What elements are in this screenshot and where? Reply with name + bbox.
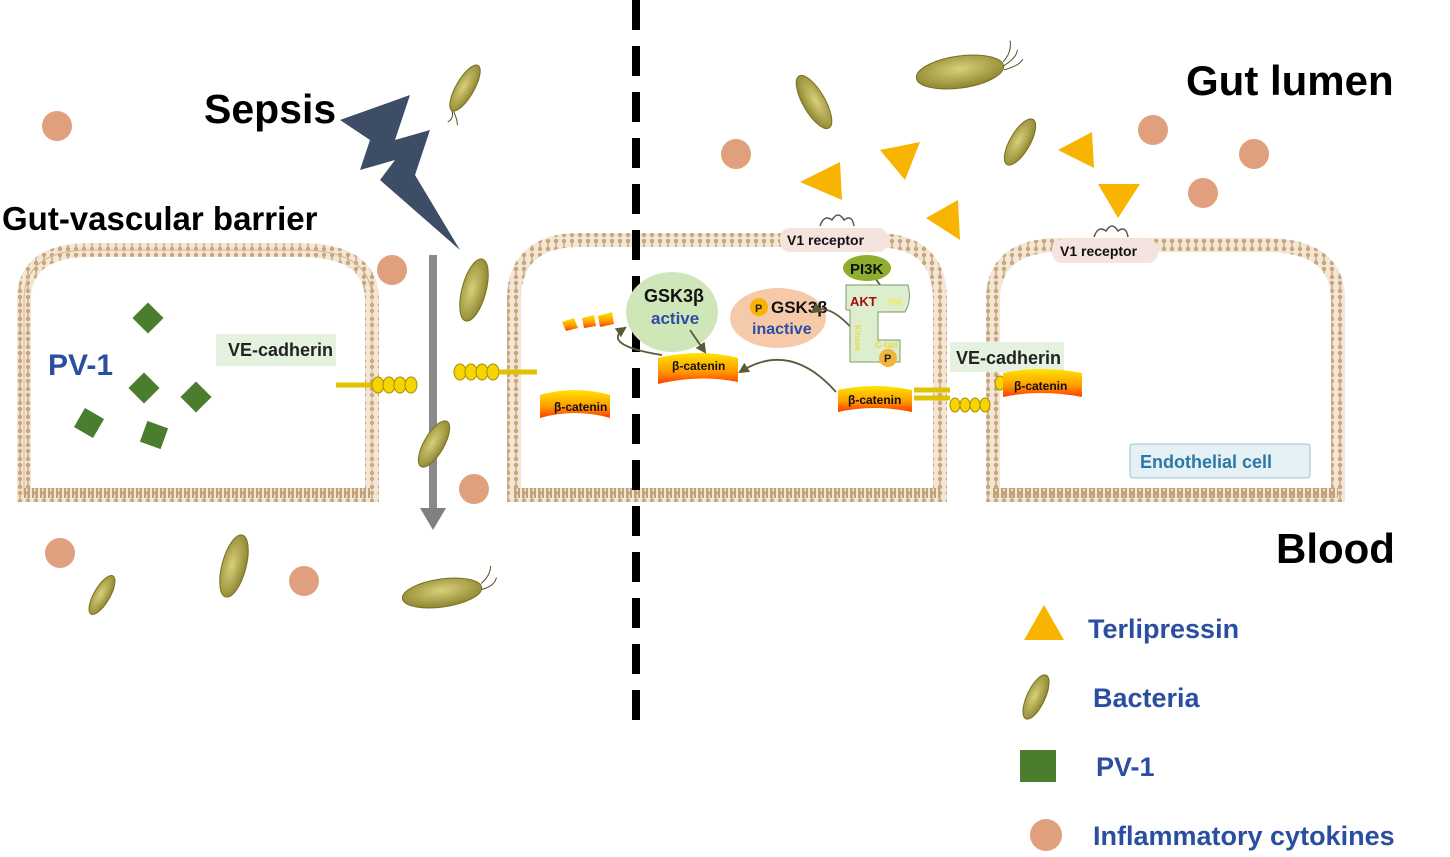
bacterium-icon [915,40,1024,90]
terlipressin-triangle [926,200,960,240]
pv1-square [180,381,212,413]
lightning-bolt-icon [340,95,460,250]
ctail-label: C-tail [875,340,898,350]
bacteria [88,40,1037,615]
legend-label-cytokines: Inflammatory cytokines [1093,821,1395,851]
gsk3b-inactive-label: inactive [752,321,812,338]
beta-catenin-2: β-catenin [838,386,912,412]
cytokine-circle [1138,115,1168,145]
pathway-arrows [614,277,890,393]
cytokine-circle [721,139,751,169]
gsk3b-active-title: GSK3β [644,286,704,306]
cell-right [986,238,1345,502]
bacterium-icon [88,575,116,615]
pv1-square [73,407,105,439]
cytokine-circle [42,111,72,141]
legend-label-pv1: PV-1 [1096,752,1155,782]
ph-label: PH [888,298,902,309]
terlipressin-triangle [1058,132,1094,168]
akt-p-label: P [884,353,891,365]
legend-square-icon [1020,750,1056,782]
legend-label-terlipressin: Terlipressin [1088,614,1239,644]
legend-label-bacteria: Bacteria [1093,683,1201,713]
svg-text:β-catenin: β-catenin [848,393,901,407]
kinase-label: Kinase [853,325,862,352]
bacterium-icon [219,534,249,598]
terlipressin-triangle [800,162,842,200]
svg-text:β-catenin: β-catenin [672,359,725,373]
bacterium-icon [795,74,833,130]
v1-receptor-right: V1 receptor [1060,243,1138,259]
ve-cadherin-chain-left [336,376,418,394]
pv1-cell-label: PV-1 [48,349,113,382]
pv1-square [128,372,160,404]
terlipressin-triangles [800,132,1140,240]
v1-receptor-middle: V1 receptor [787,232,865,248]
blood-label: Blood [1276,525,1395,572]
bacterium-icon [401,565,497,609]
legend-triangle-icon [1024,605,1064,640]
gsk3b-p-label: P [755,303,762,315]
gut-vascular-barrier-label: Gut-vascular barrier [2,200,318,237]
terlipressin-triangle [880,142,920,180]
svg-text:β-catenin: β-catenin [1014,379,1067,393]
cytokine-circle [289,566,319,596]
legend-circle-icon [1030,819,1062,851]
cytokine-circle [377,255,407,285]
cytokine-circle [1188,178,1218,208]
legend-bacterium-icon [1022,674,1050,720]
beta-catenin-degraded [562,312,614,331]
cytokine-circle [1239,139,1269,169]
pi3k-label: PI3K [850,261,884,278]
ve-cadherin-right-label: VE-cadherin [956,348,1061,368]
pv1-squares [73,302,212,450]
cytokines [42,111,1269,596]
ve-cadherin-chain-middle [453,363,537,381]
gut-lumen-label: Gut lumen [1186,57,1394,104]
sepsis-title: Sepsis [204,86,336,132]
beta-catenin-1: β-catenin [540,390,610,418]
cell-left [17,243,379,502]
cytokine-circle [45,538,75,568]
legend: Terlipressin Bacteria PV-1 Inflammatory … [1020,605,1395,851]
svg-text:β-catenin: β-catenin [554,400,607,414]
beta-catenin-phospho: β-catenin [658,353,738,384]
paracellular-arrow [420,255,446,530]
endothelial-cell-label: Endothelial cell [1140,452,1272,472]
pv1-square [139,420,169,450]
gsk3b-inactive-title: GSK3β [771,298,828,317]
bacterium-icon [447,64,481,126]
bacterium-icon [417,420,451,468]
akt-label: AKT [850,294,877,309]
terlipressin-triangle [1098,184,1140,218]
ve-cadherin-left-label: VE-cadherin [228,340,333,360]
gsk3b-active-label: active [651,309,699,328]
bacterium-icon [1003,118,1037,166]
pv1-square [132,302,164,334]
cytokine-circle [459,474,489,504]
beta-catenin-3: β-catenin [1003,369,1082,397]
bacterium-icon [459,258,489,322]
